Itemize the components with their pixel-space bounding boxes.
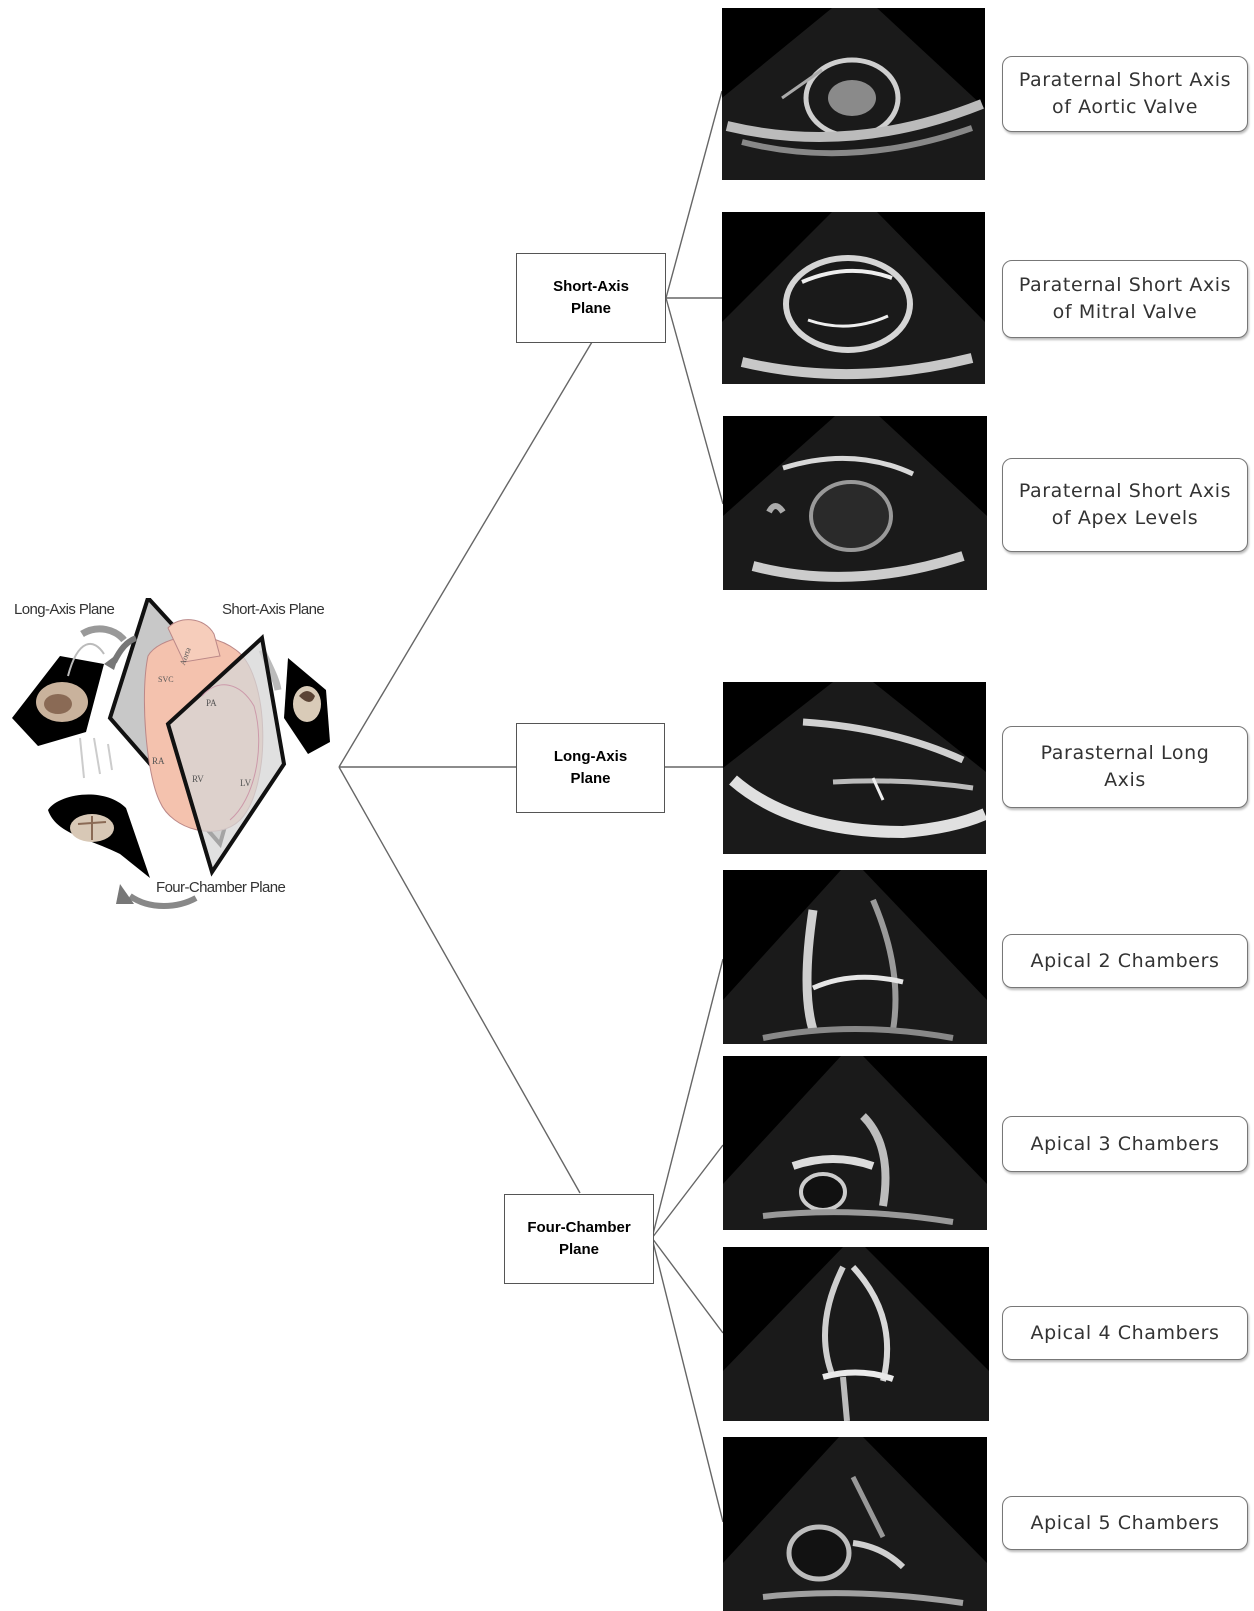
view-label-apical-2: Apical 2 Chambers — [1002, 934, 1248, 988]
view-label-apical-3: Apical 3 Chambers — [1002, 1116, 1248, 1172]
connector-short-3 — [666, 298, 723, 504]
short-axis-plane-label: Short-Axis Plane — [222, 601, 324, 618]
svg-text:PA: PA — [206, 698, 217, 708]
connector-four-2 — [652, 1145, 723, 1238]
plane-box-short-axis: Short-Axis Plane — [516, 253, 666, 343]
echo-image-apical-2 — [723, 870, 987, 1044]
svg-text:RA: RA — [152, 756, 165, 766]
connector-short-1 — [666, 91, 722, 298]
connector-root-four — [339, 767, 580, 1193]
view-label-apical-5: Apical 5 Chambers — [1002, 1496, 1248, 1550]
echo-image-apical-3 — [723, 1056, 987, 1230]
view-label-short-axis-apex: Paraternal Short Axis of Apex Levels — [1002, 458, 1248, 552]
view-label-parasternal-long-axis: Parasternal Long Axis — [1002, 726, 1248, 808]
plane-label: Short-Axis Plane — [553, 276, 629, 320]
connector-root-short — [339, 342, 592, 767]
echo-image-apical-4 — [723, 1247, 989, 1421]
plane-box-long-axis: Long-Axis Plane — [516, 723, 665, 813]
plane-label: Four-Chamber Plane — [527, 1217, 630, 1261]
echo-image-short-axis-apex — [723, 416, 987, 590]
connector-four-1 — [652, 959, 723, 1238]
connector-four-3 — [652, 1238, 723, 1333]
plane-label: Long-Axis Plane — [554, 746, 627, 790]
view-label-short-axis-aortic: Paraternal Short Axis of Aortic Valve — [1002, 56, 1248, 132]
view-label-short-axis-mitral: Paraternal Short Axis of Mitral Valve — [1002, 260, 1248, 338]
four-chamber-plane-label: Four-Chamber Plane — [156, 879, 286, 896]
echo-image-short-axis-aortic — [722, 8, 985, 180]
long-axis-plane-label: Long-Axis Plane — [14, 601, 114, 618]
svg-text:SVC: SVC — [158, 675, 174, 684]
echo-image-long-axis — [723, 682, 986, 854]
svg-text:LV: LV — [240, 778, 252, 788]
echo-image-apical-5 — [723, 1437, 987, 1611]
svg-text:RV: RV — [192, 774, 204, 784]
heart-planes-illustration: SVC Aorta PA RA RV LV Long-Axis Plane Sh… — [8, 598, 338, 930]
view-label-apical-4: Apical 4 Chambers — [1002, 1306, 1248, 1360]
plane-box-four-chamber: Four-Chamber Plane — [504, 1194, 654, 1284]
echo-image-short-axis-mitral — [722, 212, 985, 384]
connector-four-4 — [652, 1238, 723, 1522]
